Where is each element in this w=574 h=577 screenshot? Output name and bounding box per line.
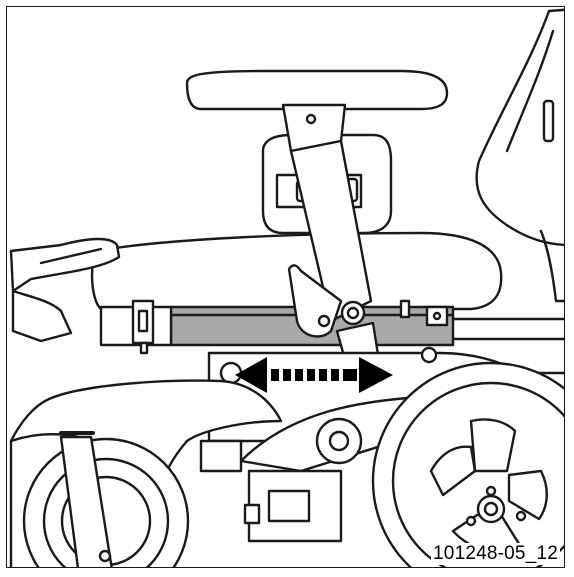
double-arrow-icon xyxy=(235,357,393,393)
drive-wheel xyxy=(371,361,564,567)
figure-id-label: 101248-05_12 xyxy=(431,543,560,565)
backrest xyxy=(475,8,564,303)
illustration-frame xyxy=(6,6,565,568)
wheelchair-seat-illustration xyxy=(9,8,564,567)
front-caster xyxy=(9,379,283,567)
seat-rail xyxy=(99,299,564,355)
